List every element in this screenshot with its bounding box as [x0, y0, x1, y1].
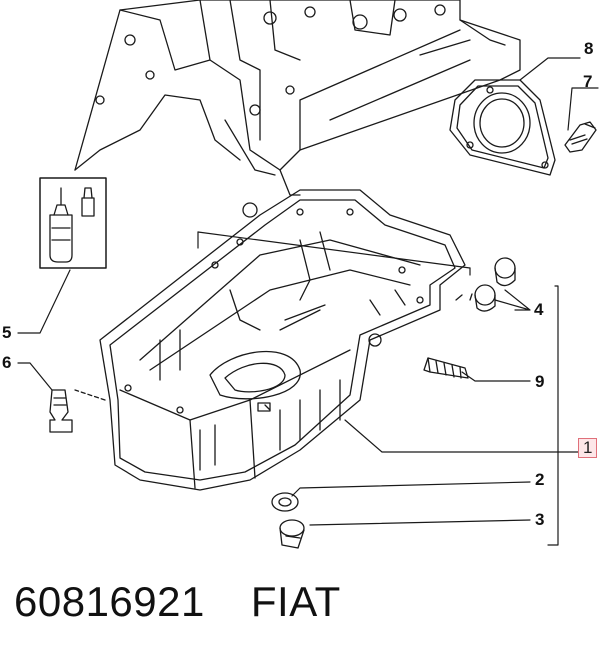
callout-1: 1 — [578, 438, 598, 458]
oil-pan — [74, 189, 466, 491]
part-3-drain-plug — [279, 519, 305, 549]
engine-block — [74, 0, 521, 196]
brand-name: FIAT — [250, 578, 341, 625]
callout-6: 6 — [2, 353, 12, 372]
part-5-sealant-kit — [39, 177, 107, 269]
callout-2: 2 — [535, 470, 545, 489]
exploded-parts-diagram — [17, 0, 599, 549]
callout-4: 4 — [534, 300, 544, 319]
part-6-bolt — [49, 389, 73, 433]
part-9-stud — [423, 357, 469, 379]
callout-3: 3 — [535, 510, 545, 529]
part-number: 60816921 — [14, 578, 205, 625]
part-4-bushings — [455, 257, 516, 312]
callout-9: 9 — [535, 372, 545, 391]
leader-lines — [17, 57, 599, 546]
part-8-seal-cover — [449, 79, 556, 176]
caption: 60816921 FIAT — [14, 578, 341, 626]
callout-7: 7 — [583, 72, 593, 91]
callout-5: 5 — [2, 323, 12, 342]
part-7-bolt — [564, 121, 597, 153]
callout-8: 8 — [584, 39, 594, 58]
part-2-washer — [271, 492, 299, 512]
